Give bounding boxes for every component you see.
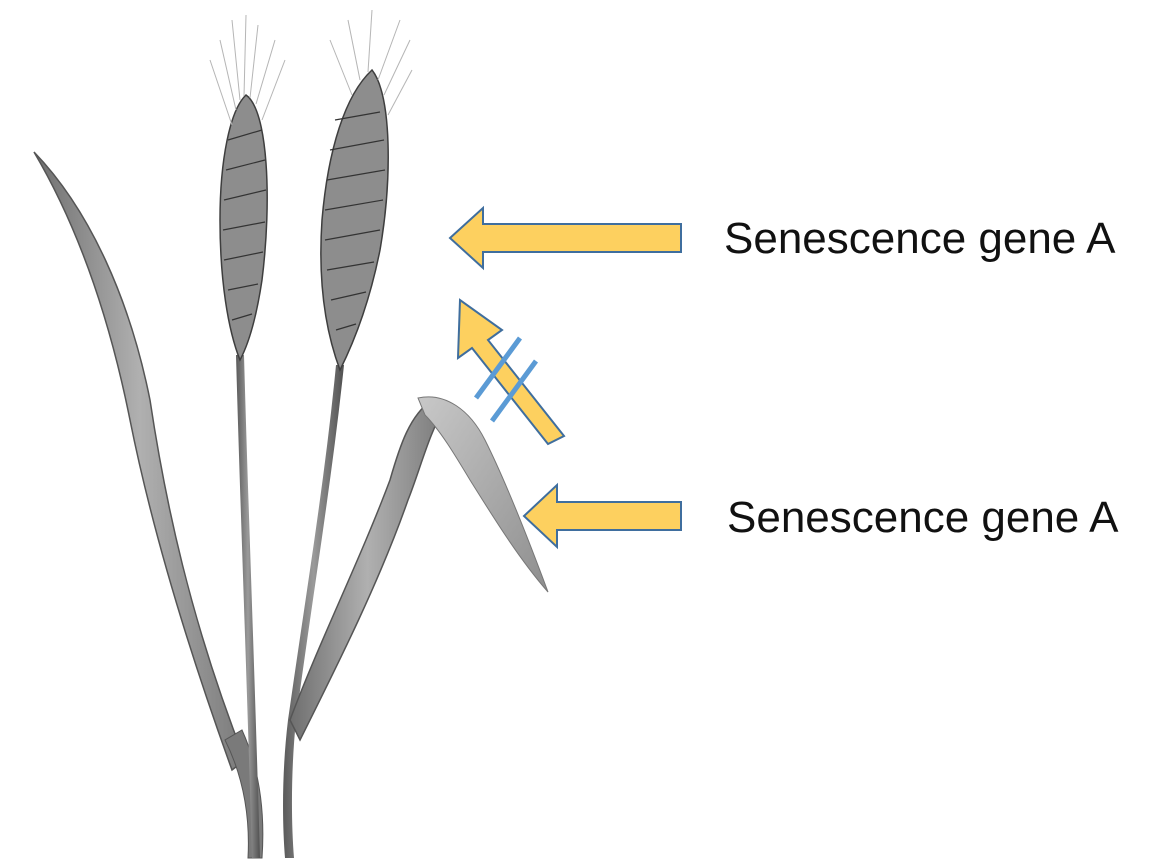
arrow-to-leaf: [524, 485, 681, 547]
right-ear: [321, 10, 412, 370]
left-leaf: [34, 152, 245, 770]
left-ear: [210, 15, 285, 360]
senescence-label-ear: Senescence gene A: [724, 217, 1115, 261]
senescence-label-leaf: Senescence gene A: [727, 496, 1118, 540]
flag-leaf-blade: [418, 397, 548, 592]
wheat-plant: [34, 10, 548, 858]
arrow-to-ear: [450, 208, 681, 268]
